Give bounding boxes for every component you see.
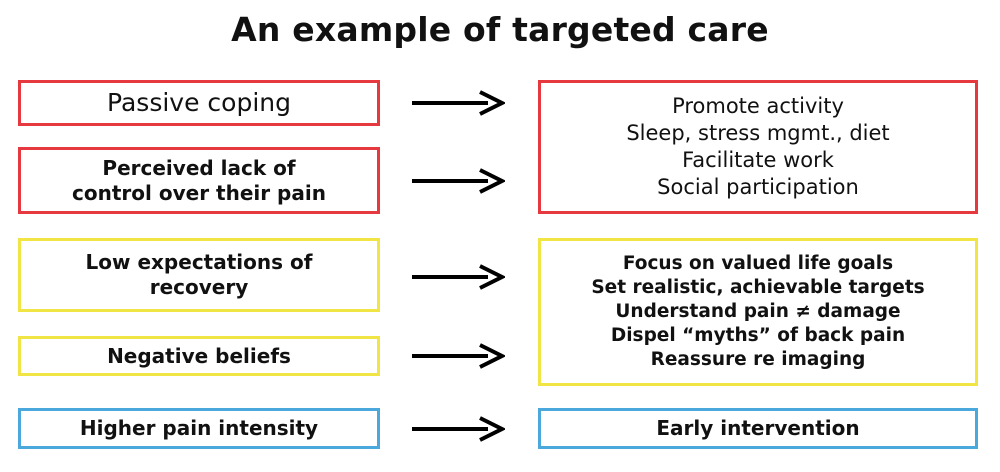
box-line: Reassure re imaging (650, 349, 866, 371)
box-line: Low expectations of (85, 250, 313, 274)
box-line: Dispel “myths” of back pain (610, 325, 906, 347)
arrow-right-icon (412, 343, 505, 369)
box-negative-beliefs: Negative beliefs (18, 336, 380, 376)
box-line: Social participation (657, 174, 859, 199)
arrow-right-icon (412, 168, 505, 194)
box-line: recovery (149, 275, 249, 299)
box-low-expectations: Low expectations of recovery (18, 238, 380, 312)
box-line: Focus on valued life goals (622, 252, 894, 274)
diagram-title: An example of targeted care (231, 10, 769, 49)
box-line: Understand pain ≠ damage (615, 300, 901, 322)
box-line: Sleep, stress mgmt., diet (626, 121, 890, 146)
box-line: Promote activity (672, 94, 844, 119)
box-line: Higher pain intensity (79, 416, 319, 440)
box-line: Set realistic, achievable targets (591, 276, 925, 298)
box-valued-life-goals-group: Focus on valued life goals Set realistic… (538, 238, 978, 386)
box-line: Early intervention (656, 416, 860, 440)
box-line: Negative beliefs (107, 343, 291, 368)
arrow-right-icon (412, 264, 505, 290)
box-early-intervention: Early intervention (538, 408, 978, 449)
box-line: control over their pain (72, 180, 326, 205)
box-perceived-lack-of-control: Perceived lack of control over their pai… (18, 147, 380, 214)
box-promote-activity-group: Promote activity Sleep, stress mgmt., di… (538, 80, 978, 214)
arrow-right-icon (412, 90, 505, 116)
arrow-right-icon (412, 416, 505, 442)
box-higher-pain-intensity: Higher pain intensity (18, 408, 380, 449)
box-line: Facilitate work (682, 148, 834, 172)
box-passive-coping: Passive coping (18, 80, 380, 126)
box-line: Perceived lack of (102, 155, 296, 180)
box-line: Passive coping (107, 88, 291, 118)
